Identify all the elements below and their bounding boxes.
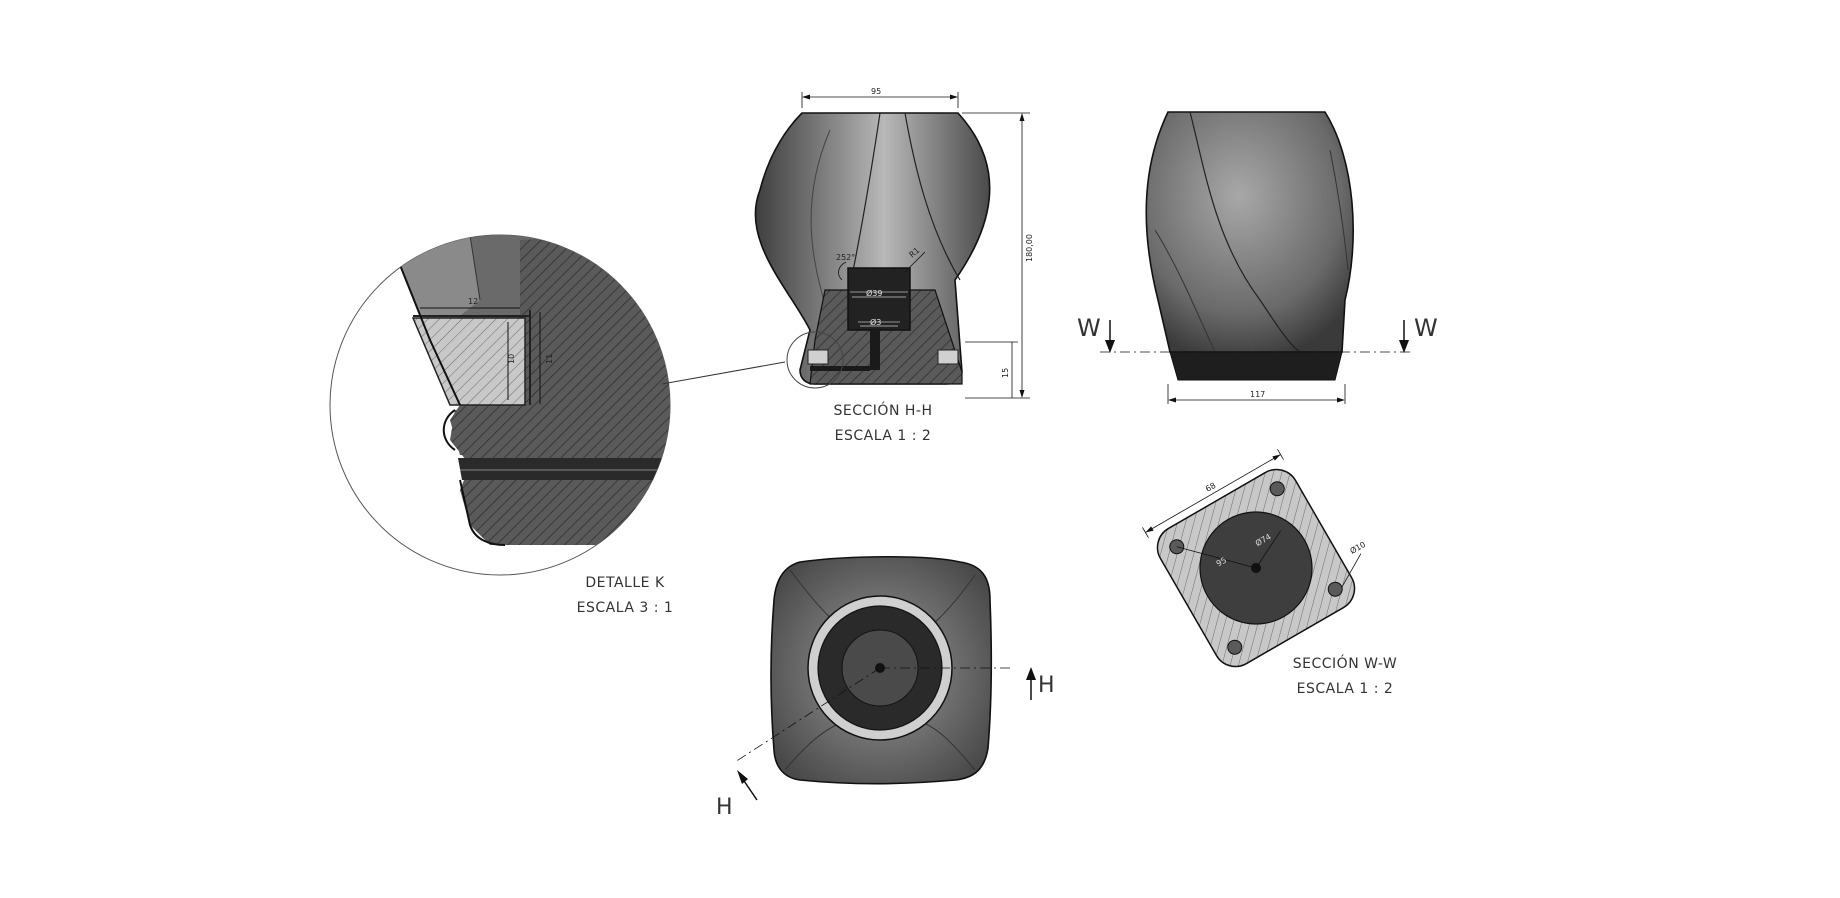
section-ww-view: 68 95 Ø74 Ø10 [1142,449,1367,668]
ww-title: SECCIÓN W-W [1292,656,1398,672]
detail-k-dim-width: 12 [468,297,478,306]
hh-title: SECCIÓN H-H [833,403,933,419]
side-view: W W 117 [1077,111,1438,404]
side-section-letter-left: W [1077,314,1101,342]
detail-k-title: DETALLE K [585,575,665,591]
hh-dim-top-width: 95 [871,87,881,96]
hh-dim-pin: Ø3 [870,317,881,327]
ww-dim-edge: 68 [1204,481,1217,494]
ww-dim-bolt-circle: 95 [1215,556,1228,569]
detail-k-dim-inner: 10 [507,354,516,364]
ww-dim-hole: Ø10 [1348,539,1367,556]
side-dim-base-width: 117 [1250,390,1265,399]
ww-scale: ESCALA 1 : 2 [1296,681,1394,697]
detail-k-leader [661,361,786,385]
hh-scale: ESCALA 1 : 2 [834,428,932,444]
top-section-letter-b: H [716,795,733,820]
side-section-letter-right: W [1414,314,1438,342]
hh-dim-base: 15 [1001,368,1010,378]
detail-k-view: 12 10 11 [329,234,786,576]
section-hh-view: 95 180,00 15 252° R1 Ø39 Ø3 [754,87,1034,399]
top-section-letter-a: H [1038,673,1055,698]
detail-k-scale: ESCALA 3 : 1 [576,600,674,616]
top-view: H H [716,555,1055,820]
detail-k-dim-outer: 11 [545,354,554,364]
hh-dim-height: 180,00 [1025,234,1034,262]
hh-dim-bore: Ø39 [866,288,882,298]
hh-dim-angle: 252° [836,253,855,262]
